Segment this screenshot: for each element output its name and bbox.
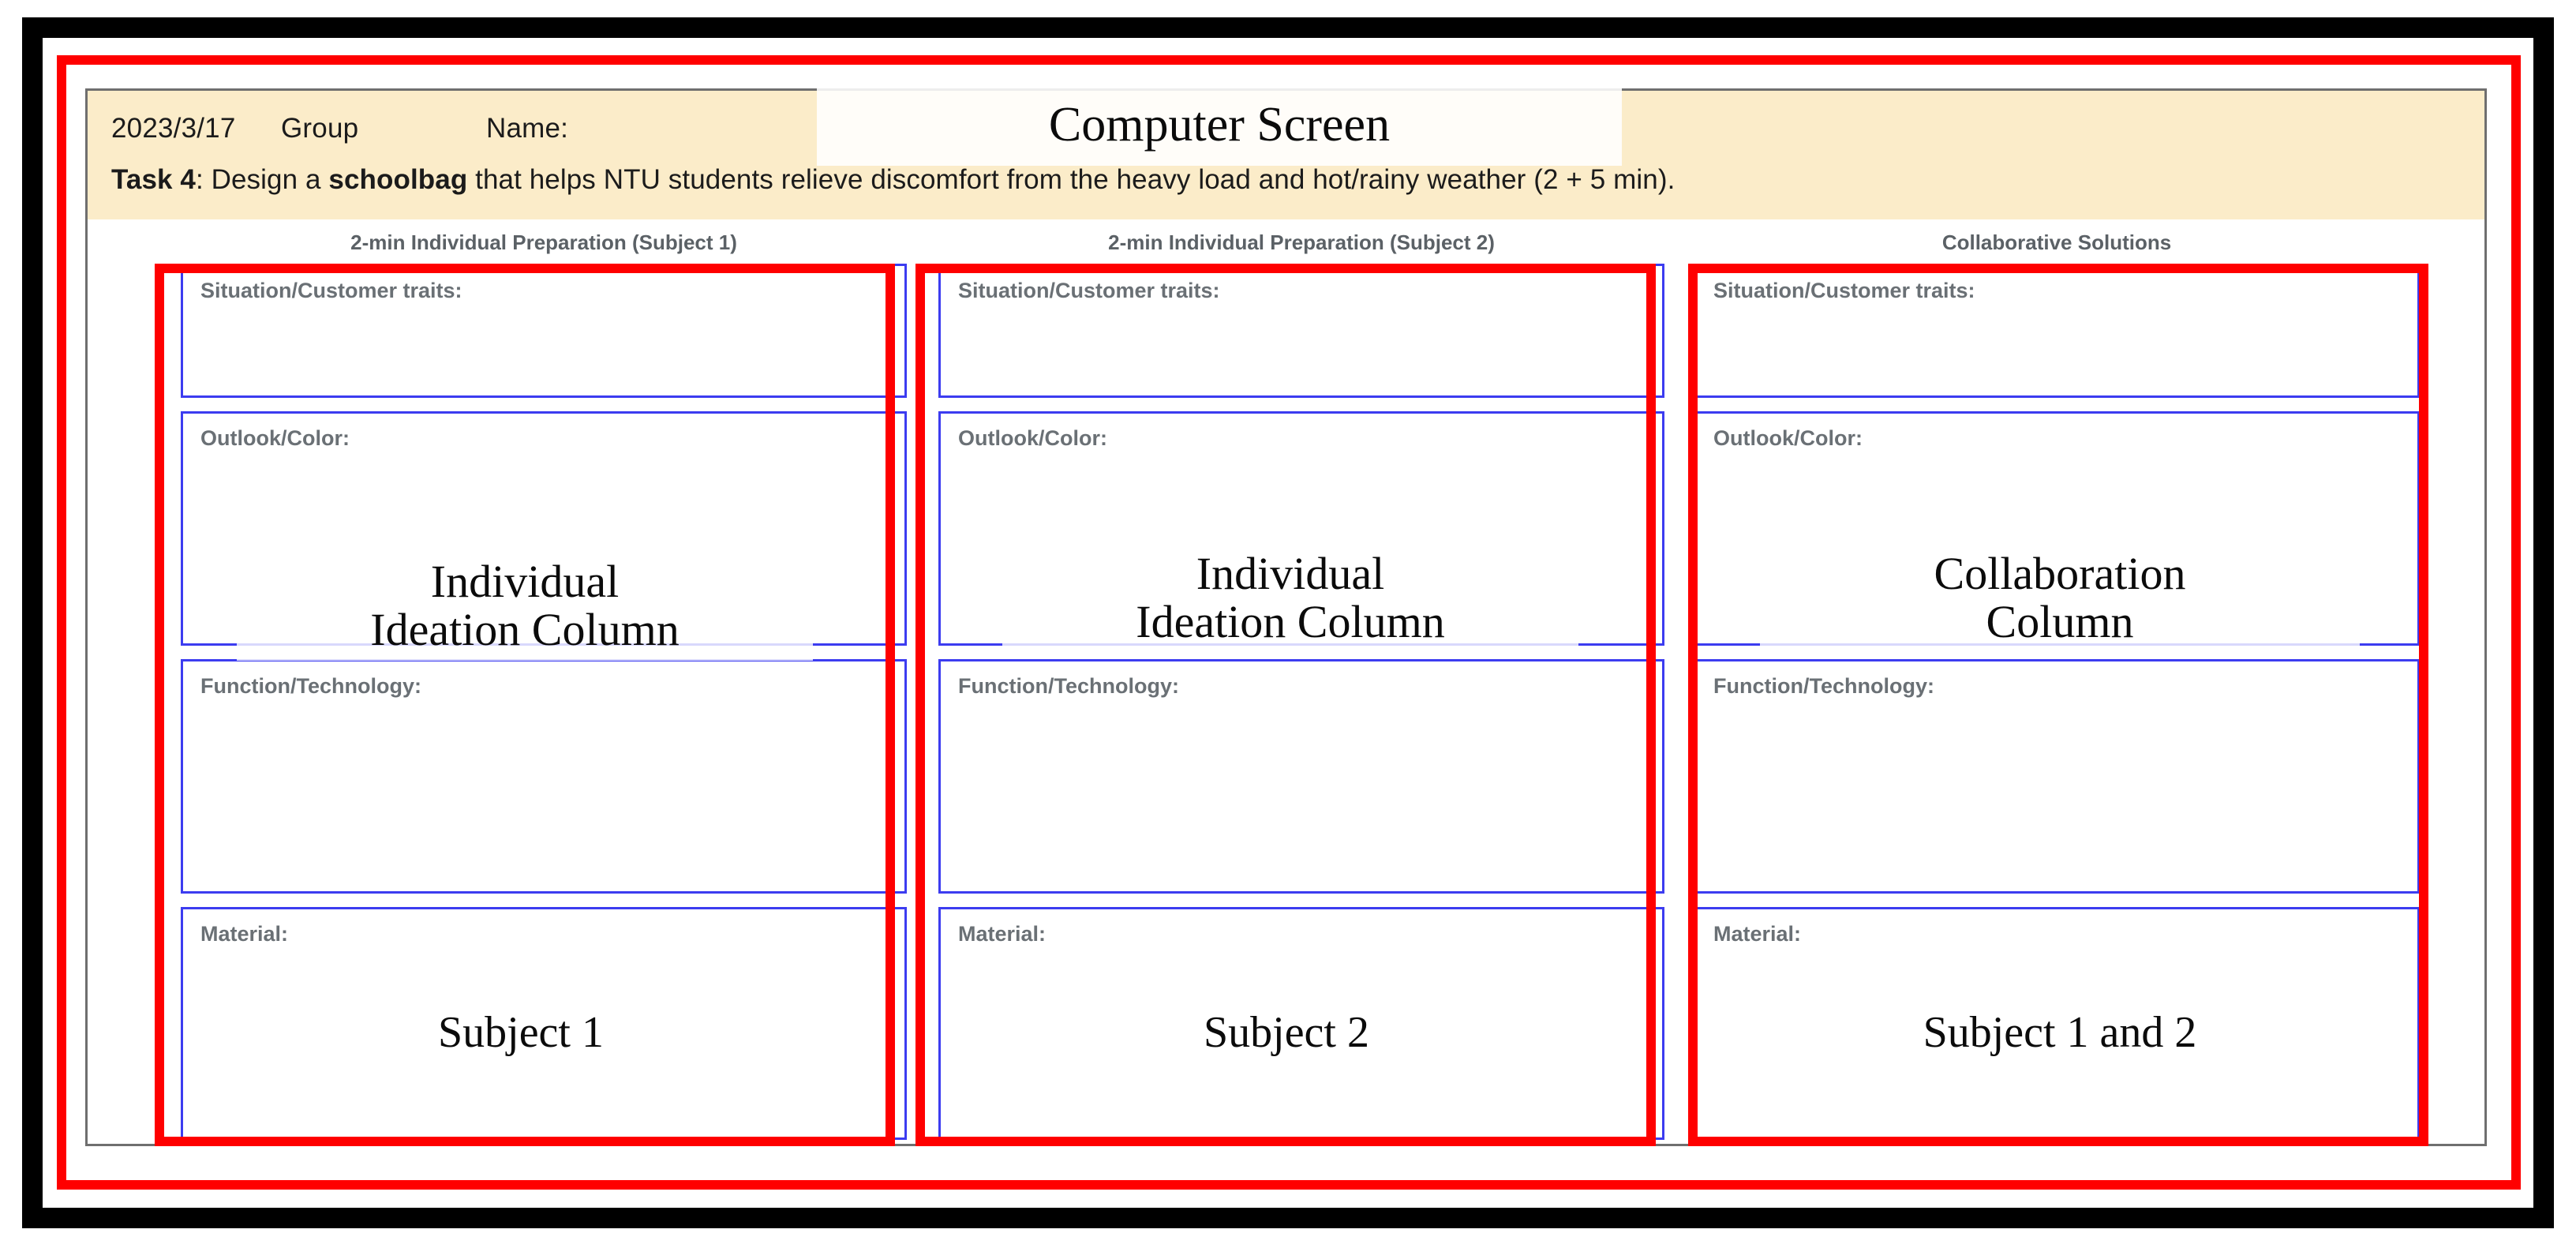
annotation-label-column-2-line1: Individual [1196, 548, 1385, 599]
task-separator: : Design a [195, 164, 329, 195]
header-date: 2023/3/17 [111, 113, 236, 144]
field-function-c1[interactable]: Function/Technology: [181, 659, 907, 894]
header-meta-row: 2023/3/17 Group Name: [111, 113, 568, 144]
field-label-outlook-c2: Outlook/Color: [958, 426, 1107, 450]
annotation-label-column-2-line2: Ideation Column [1136, 596, 1445, 648]
field-label-material-c3: Material: [1713, 922, 1802, 946]
field-label-outlook-c3: Outlook/Color: [1713, 426, 1863, 450]
field-situation-c2[interactable]: Situation/Customer traits: [938, 264, 1664, 398]
field-situation-c1[interactable]: Situation/Customer traits: [181, 264, 907, 398]
worksheet-columns: 2-min Individual Preparation (Subject 1)… [88, 219, 2484, 1144]
annotation-label-column-3-line1: Collaboration [1934, 548, 2186, 599]
field-label-function-c2: Function/Technology: [958, 674, 1179, 698]
field-label-material-c1: Material: [200, 922, 289, 946]
annotation-label-column-1: Individual Ideation Column [237, 553, 813, 661]
field-label-outlook-c1: Outlook/Color: [200, 426, 350, 450]
field-situation-c3[interactable]: Situation/Customer traits: [1694, 264, 2420, 398]
column-subject-1: 2-min Individual Preparation (Subject 1)… [181, 219, 907, 1144]
header-group-label: Group [281, 113, 359, 144]
column-collaborative: Collaborative Solutions Situation/Custom… [1694, 219, 2420, 1144]
annotation-label-subject-1: Subject 1 [276, 1006, 766, 1062]
annotation-label-column-1-line2: Ideation Column [370, 604, 680, 656]
header-name-label: Name: [486, 113, 569, 144]
field-label-situation-c2: Situation/Customer traits: [958, 279, 1220, 302]
field-label-situation-c3: Situation/Customer traits: [1713, 279, 1975, 302]
annotation-label-column-1-line1: Individual [430, 556, 620, 607]
field-label-material-c2: Material: [958, 922, 1046, 946]
annotation-label-column-2: Individual Ideation Column [1002, 545, 1578, 653]
field-function-c3[interactable]: Function/Technology: [1694, 659, 2420, 894]
task-statement: Task 4: Design a schoolbag that helps NT… [111, 164, 1675, 196]
task-keyword: schoolbag [328, 164, 468, 195]
field-label-situation-c1: Situation/Customer traits: [200, 279, 462, 302]
column-subject-2: 2-min Individual Preparation (Subject 2)… [938, 219, 1664, 1144]
field-label-function-c3: Function/Technology: [1713, 674, 1934, 698]
column-title-2: 2-min Individual Preparation (Subject 2) [1108, 230, 1495, 254]
annotation-label-computer-screen: Computer Screen [817, 88, 1622, 166]
annotation-label-subject-2: Subject 2 [1042, 1006, 1531, 1062]
annotation-label-column-3: Collaboration Column [1760, 545, 2360, 653]
task-number: Task 4 [111, 164, 196, 195]
column-title-1: 2-min Individual Preparation (Subject 1) [350, 230, 737, 254]
column-title-3: Collaborative Solutions [1941, 230, 2172, 254]
annotation-label-subject-1-and-2: Subject 1 and 2 [1776, 1006, 2344, 1062]
field-function-c2[interactable]: Function/Technology: [938, 659, 1664, 894]
annotation-label-column-3-line2: Column [1986, 596, 2134, 648]
field-label-function-c1: Function/Technology: [200, 674, 421, 698]
task-rest: that helps NTU students relieve discomfo… [467, 164, 1676, 195]
